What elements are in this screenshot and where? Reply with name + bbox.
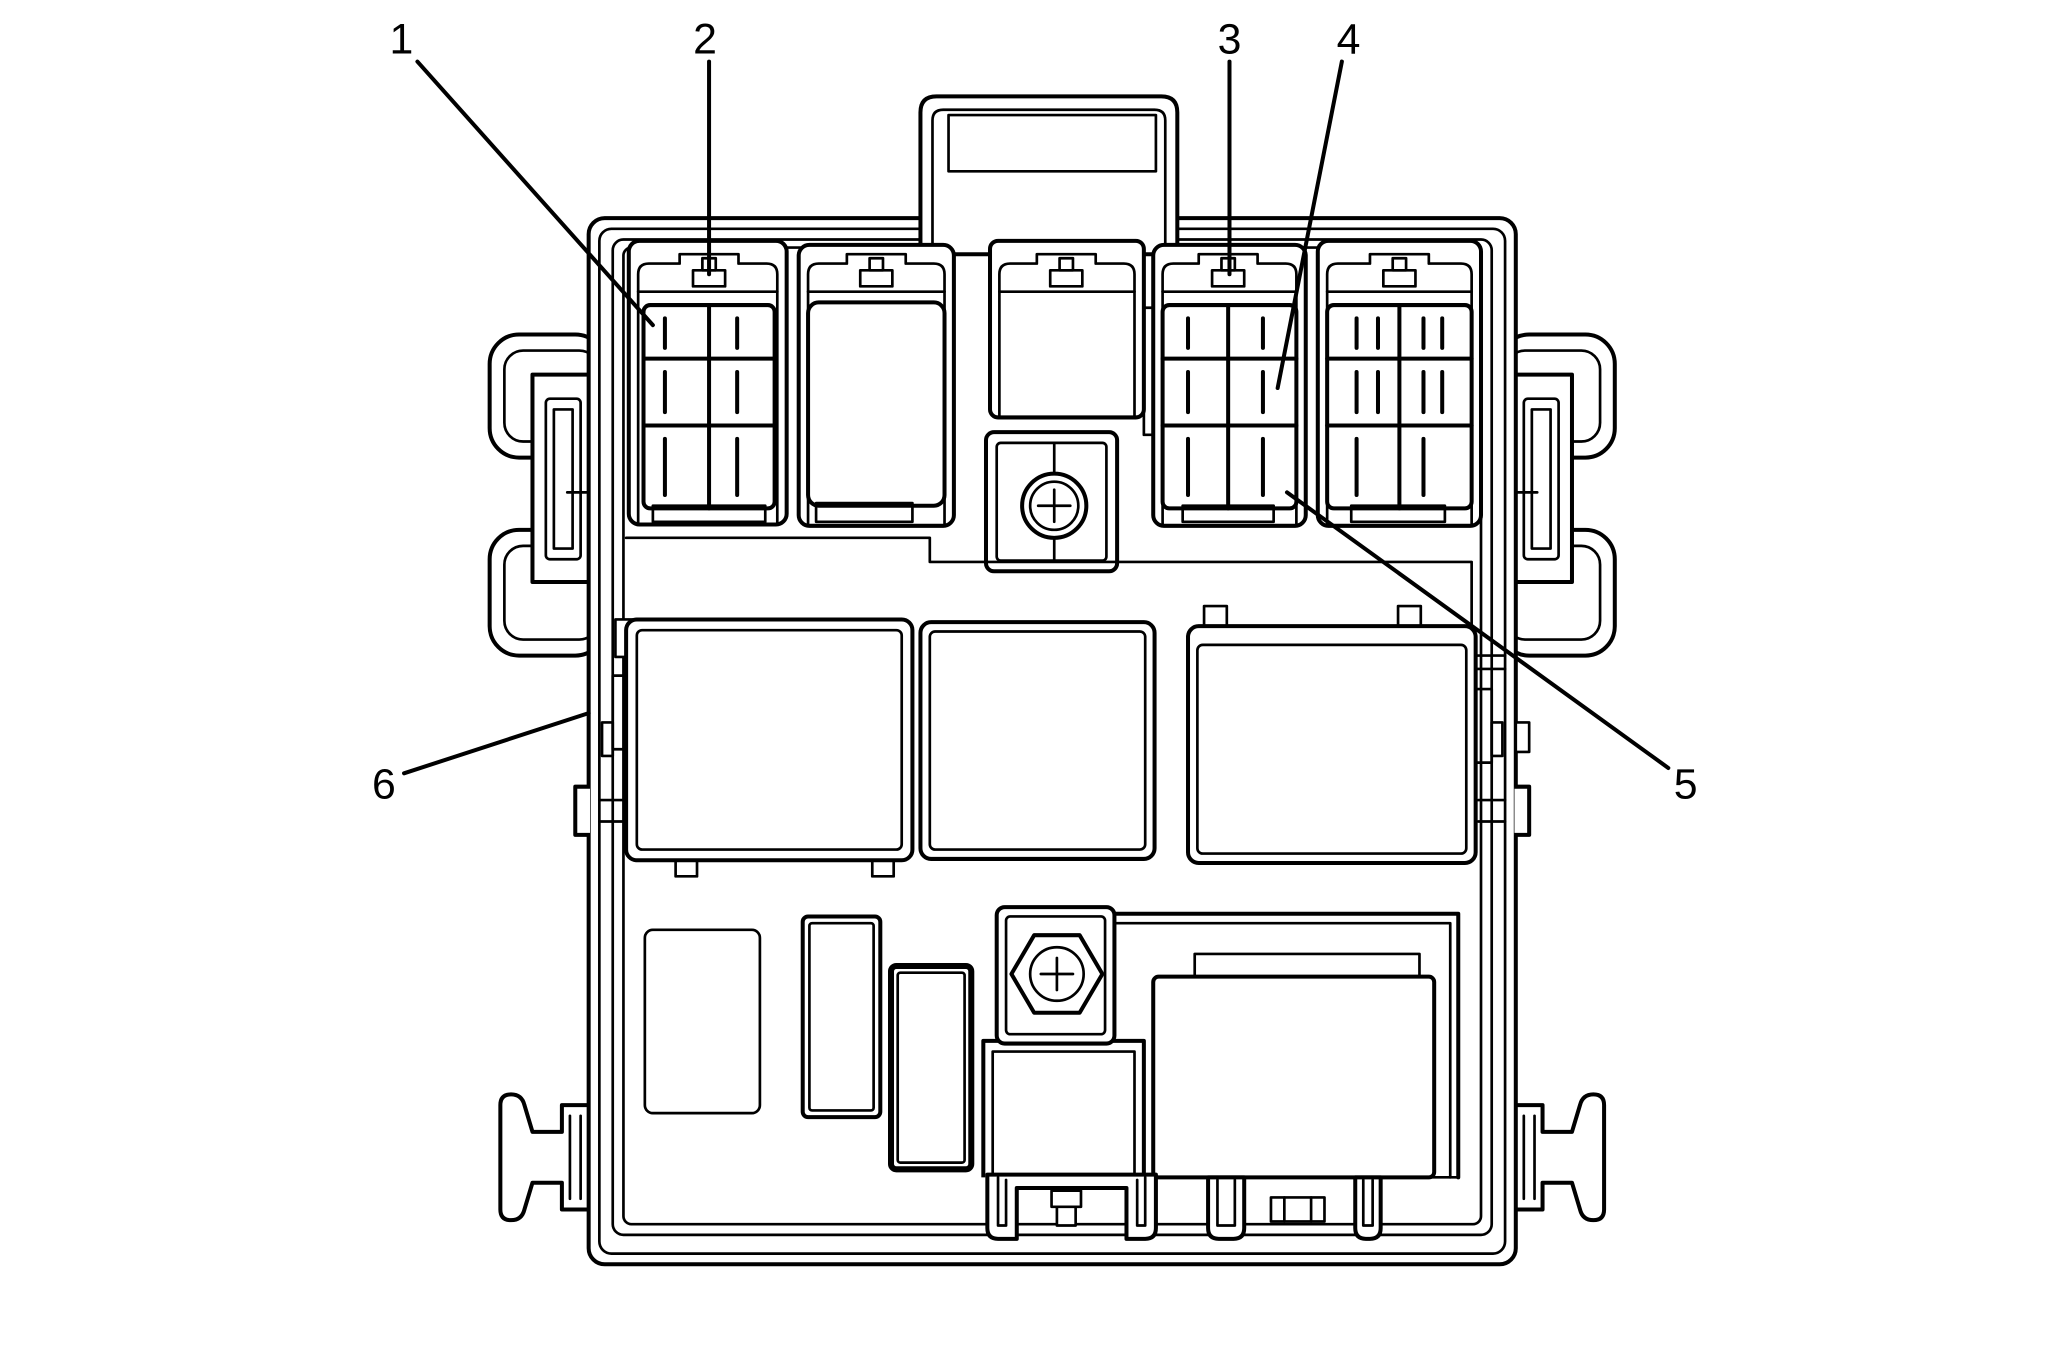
callout-1: 1 xyxy=(389,16,655,328)
callout-label-1: 1 xyxy=(389,16,413,64)
label-pad xyxy=(643,928,762,1115)
lower-right-wall xyxy=(1111,911,1461,1180)
connector-1 xyxy=(626,238,789,527)
relay-left xyxy=(614,617,915,878)
bottom-connector xyxy=(985,1172,1158,1241)
callout-label-5: 5 xyxy=(1674,761,1698,809)
right-bottom-retainer xyxy=(1508,1094,1604,1220)
lower-power-stud xyxy=(994,905,1117,1046)
right-side-notch xyxy=(1514,784,1532,837)
left-bottom-retainer xyxy=(498,1092,599,1223)
top-handle xyxy=(918,94,1180,257)
connector-3 xyxy=(988,238,1155,437)
fuse-left xyxy=(800,914,883,1120)
callout-leader-4 xyxy=(1275,59,1344,391)
left-side-notch xyxy=(573,784,590,837)
callout-2: 2 xyxy=(693,16,717,277)
callout-6: 6 xyxy=(372,711,591,809)
callout-4: 4 xyxy=(1275,16,1361,391)
callout-leader-1 xyxy=(415,59,655,328)
fuse-right xyxy=(888,962,975,1173)
callout-label-2: 2 xyxy=(693,16,717,64)
top-power-stud xyxy=(983,430,1120,574)
bottom-notch-left xyxy=(1206,1175,1247,1241)
callouts: 1 2 3 4 5 6 xyxy=(372,16,1698,809)
upper-divider xyxy=(624,536,1473,655)
relay-middle xyxy=(918,620,1157,861)
bottom-latch xyxy=(1269,1196,1326,1223)
lower-right-module xyxy=(1151,952,1437,1180)
callout-3: 3 xyxy=(1218,16,1242,277)
relay-right xyxy=(1186,604,1478,865)
callout-leader-6 xyxy=(402,711,591,776)
callout-5: 5 xyxy=(1285,490,1698,809)
connector-5 xyxy=(1315,238,1484,528)
connector-2 xyxy=(796,242,956,528)
callout-label-6: 6 xyxy=(372,761,396,809)
callout-label-3: 3 xyxy=(1218,16,1242,64)
lower-stud-block xyxy=(981,1038,1146,1179)
connector-4 xyxy=(1151,242,1308,528)
callout-label-4: 4 xyxy=(1337,16,1361,64)
bottom-notch-right xyxy=(1353,1175,1383,1241)
callout-leader-5 xyxy=(1285,490,1671,770)
